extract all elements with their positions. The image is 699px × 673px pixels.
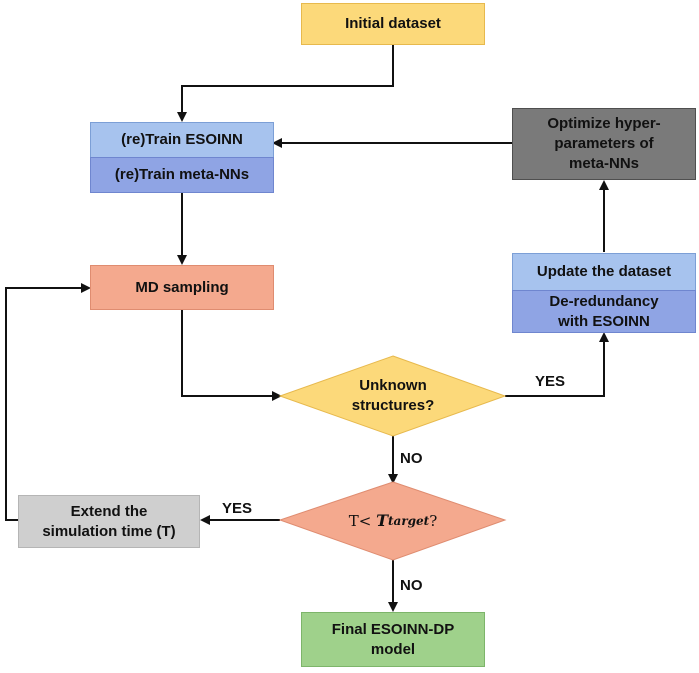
time-condition-diamond <box>278 481 507 561</box>
retrain-meta-label: (re)Train meta-NNs <box>114 166 250 183</box>
retrain-esoinn-node: (re)Train ESOINN <box>90 122 274 158</box>
final-line-2: model <box>370 640 416 658</box>
retrain-meta-node: (re)Train meta-NNs <box>90 157 274 193</box>
de-redundancy-line-1: De-redundancy <box>549 292 659 310</box>
condition-suffix: ? <box>429 512 438 530</box>
extend-line-2: simulation time (T) <box>42 522 176 540</box>
unknown-line-1: Unknown <box>359 377 427 394</box>
condition-prefix: T< <box>348 512 372 530</box>
initial-dataset-label: Initial dataset <box>345 15 441 32</box>
arrow-initial-to-train <box>177 45 394 122</box>
no-label-final: NO <box>400 577 423 594</box>
extend-simulation-node: Extend the simulation time (T) <box>18 495 200 548</box>
unknown-structures-diamond <box>278 355 507 437</box>
de-redundancy-line-2: with ESOINN <box>558 312 650 330</box>
condition-variable: T <box>376 511 388 530</box>
optimize-hyperparameters-node: Optimize hyper- parameters of meta-NNs <box>512 108 696 180</box>
initial-dataset-node: Initial dataset <box>301 3 485 45</box>
optimize-line-3: meta-NNs <box>568 155 640 172</box>
de-redundancy-node: De-redundancy with ESOINN <box>512 290 696 333</box>
unknown-line-2: structures? <box>351 397 435 414</box>
yes-label-update: YES <box>535 373 566 390</box>
arrow-unknown-to-update <box>505 332 609 397</box>
retrain-esoinn-label: (re)Train ESOINN <box>121 131 243 148</box>
arrow-md-to-unknown <box>181 310 282 401</box>
update-dataset-node: Update the dataset <box>512 253 696 291</box>
optimize-line-1: Optimize hyper- <box>547 115 661 132</box>
time-condition-text: T< T target ? <box>300 507 486 535</box>
md-sampling-node: MD sampling <box>90 265 274 310</box>
yes-label-extend: YES <box>222 500 253 517</box>
extend-line-1: Extend the <box>70 502 148 520</box>
update-dataset-label: Update the dataset <box>536 263 672 280</box>
final-line-1: Final ESOINN-DP <box>331 620 455 638</box>
arrow-extend-to-md <box>5 283 91 521</box>
no-label-condition: NO <box>400 450 423 467</box>
unknown-structures-text: Unknown structures? <box>300 370 486 422</box>
md-sampling-label: MD sampling <box>135 278 229 296</box>
optimize-line-2: parameters of <box>554 135 654 152</box>
final-model-node: Final ESOINN-DP model <box>301 612 485 667</box>
condition-subscript: target <box>388 514 430 528</box>
